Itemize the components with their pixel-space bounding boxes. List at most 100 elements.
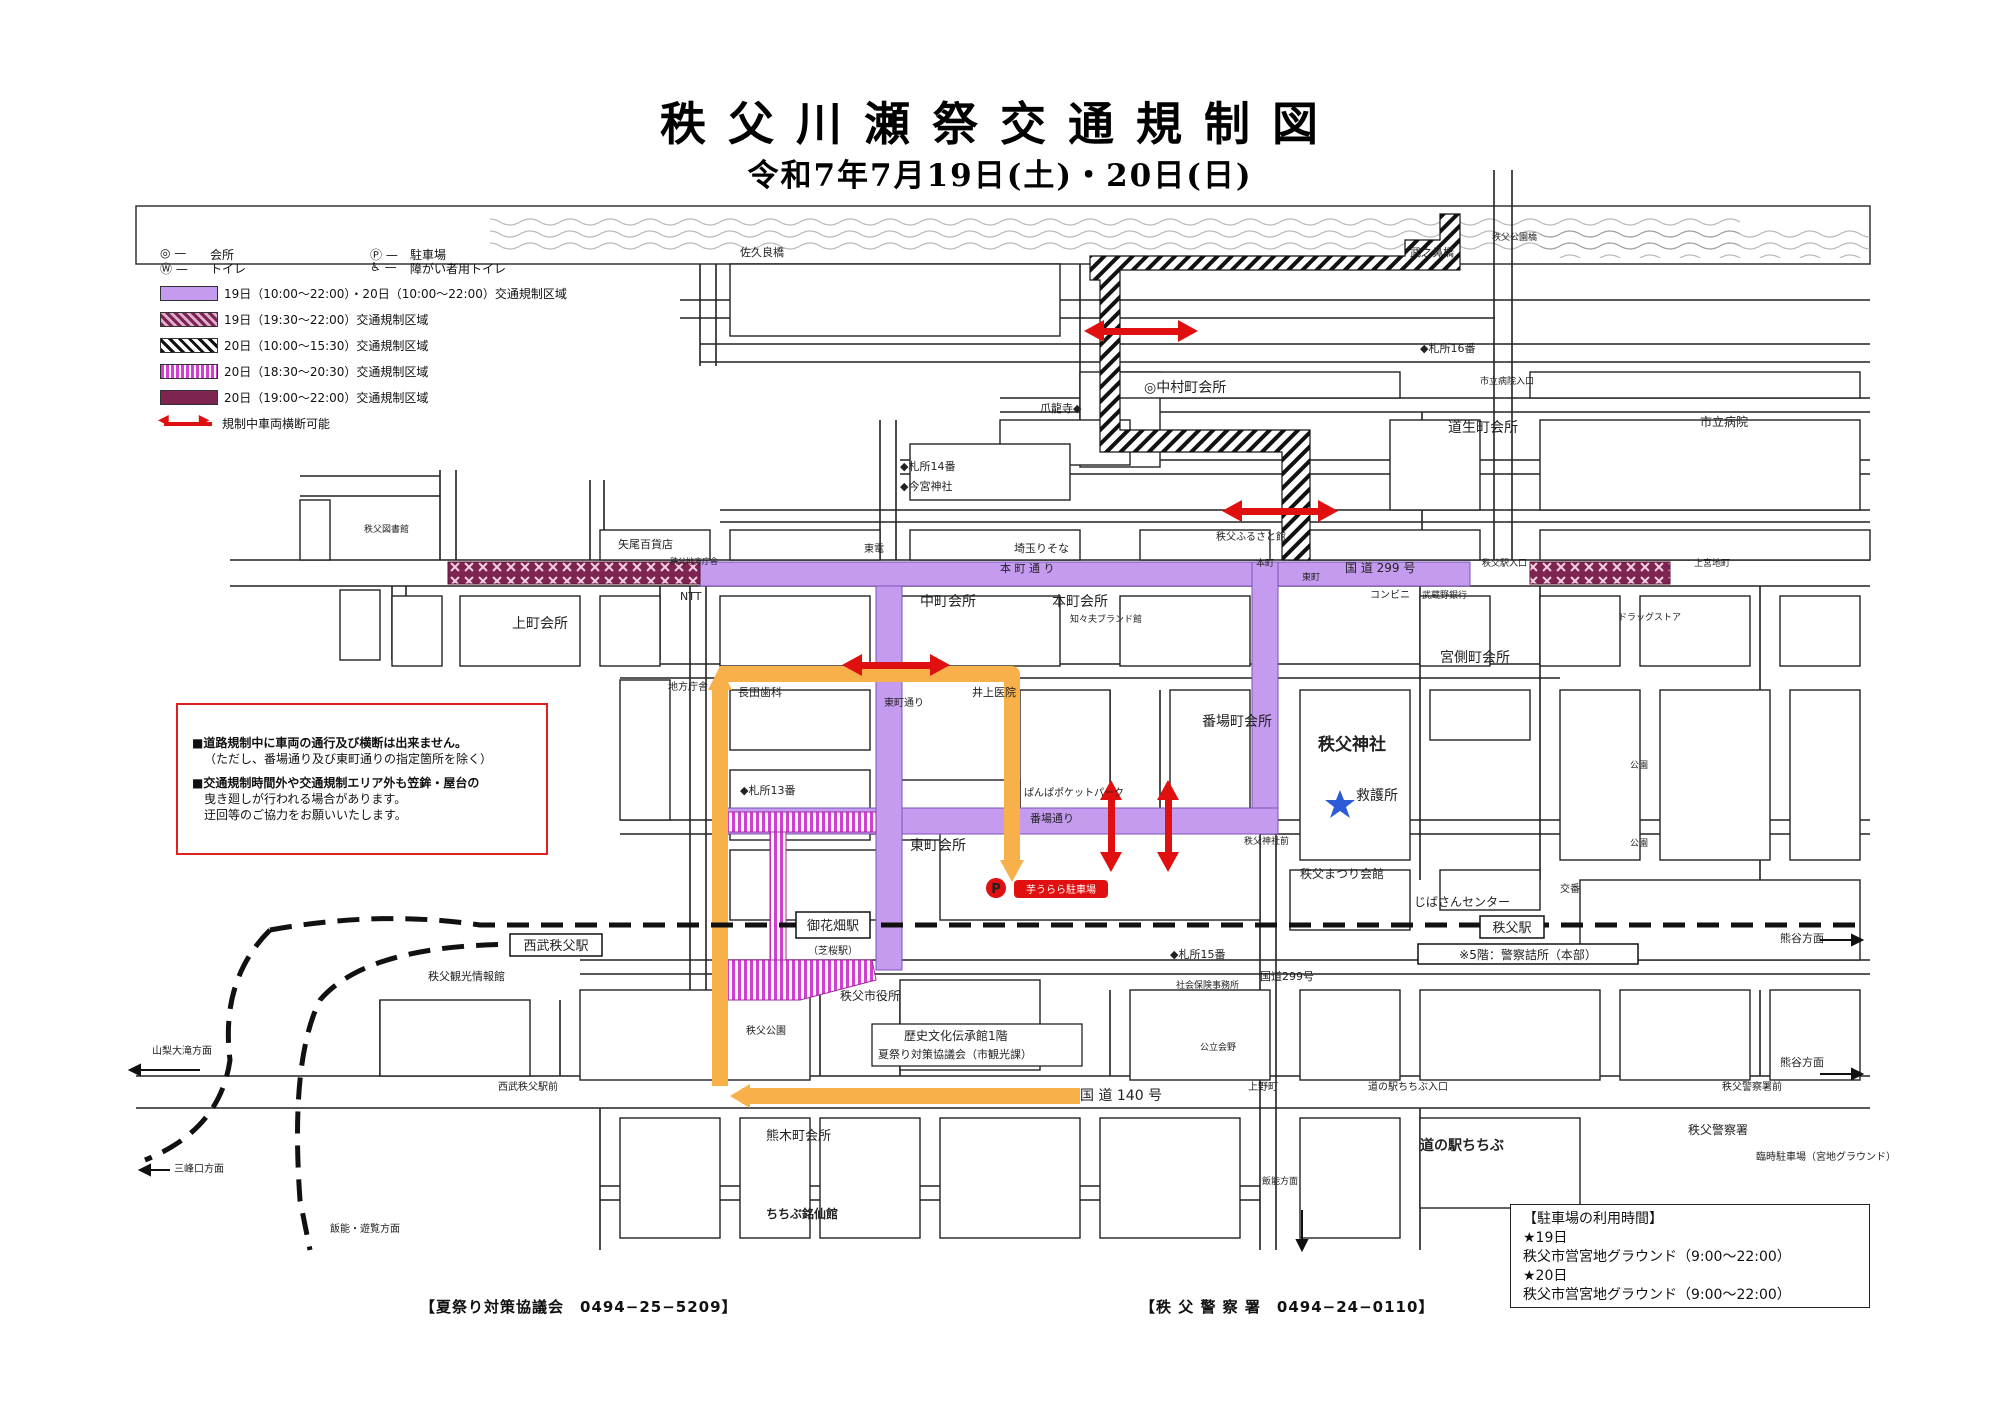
legend-zone-label: 19日（19:30〜22:00）交通規制区域 bbox=[224, 312, 429, 327]
label-rekishi1: 歴史文化伝承館1階 bbox=[904, 1028, 1008, 1043]
chichibu-station-label: 秩父駅 bbox=[1492, 921, 1531, 936]
hall-icon: ◎ — bbox=[160, 246, 187, 260]
label-bukashin: 武蔵野銀行 bbox=[1422, 589, 1467, 601]
label-kamimachi-tower: 東町 bbox=[1302, 571, 1320, 583]
label-jibasan: じばさんセンター bbox=[1414, 895, 1510, 909]
parade-arrowheads bbox=[708, 666, 1024, 1108]
label-michinoeki-entry: 道の駅ちちぶ入口 bbox=[1368, 1080, 1448, 1093]
label-miyagawa: 宮側町会所 bbox=[1440, 650, 1510, 666]
label-kamimachi: 上町会所 bbox=[512, 616, 568, 632]
notice-line1: ■道路規制中に車両の通行及び横断は出来ません。 bbox=[192, 736, 467, 750]
label-fuda14: ◆札所14番 bbox=[900, 460, 955, 473]
label-imamiya: ◆今宮神社 bbox=[900, 479, 952, 493]
parking-info-box: 【駐車場の利用時間】 ★19日 秩父市営宮地グラウンド（9:00〜22:00） … bbox=[1510, 1204, 1870, 1308]
label-fuda15: ◆札所15番 bbox=[1170, 948, 1225, 961]
swatch-pink-stripe bbox=[160, 363, 218, 379]
label-soryuji: 爪龍寺◆ bbox=[1040, 401, 1082, 415]
label-city-office-front: 秩父地方庁舎 bbox=[670, 556, 718, 566]
label-fuda13: ◆札所13番 bbox=[740, 784, 795, 797]
label-route299: 国 道 299 号 bbox=[1345, 561, 1415, 575]
label-hospital-entrance: 市立病院入口 bbox=[1480, 375, 1534, 387]
swatch-maroon-dots bbox=[160, 389, 218, 405]
label-rinji: 臨時駐車場（宮地グラウンド） bbox=[1756, 1150, 1896, 1163]
legend-row-pink: 20日（18:30〜20:30）交通規制区域 bbox=[160, 358, 590, 384]
notice-line2: ■交通規制時間外や交通規制エリア外も笠鉾・屋台の bbox=[192, 776, 480, 790]
label-route299-v: 国道299号 bbox=[1260, 969, 1314, 983]
label-kokan: 公園 bbox=[1630, 838, 1648, 849]
label-banba-kaisho: 番場町会所 bbox=[1202, 714, 1272, 730]
label-hanno: 飯能・遊覧方面 bbox=[330, 1222, 400, 1235]
label-banba-dori: 番場通り bbox=[1030, 812, 1074, 825]
legend-toilet: トイレ bbox=[210, 262, 247, 276]
label-chiji: 地方庁舎 bbox=[668, 680, 708, 693]
railway-lines bbox=[144, 916, 1860, 1251]
label-honmachi: 本町会所 bbox=[1052, 594, 1108, 610]
zone-pink bbox=[719, 811, 877, 1001]
swatch-maroon-cross bbox=[160, 311, 218, 327]
label-fuda16: ◆札所16番 bbox=[1420, 342, 1475, 355]
label-kumagaya2: 熊谷方面 bbox=[1780, 1055, 1824, 1069]
label-inoue: 井上医院 bbox=[972, 685, 1016, 699]
city-blocks bbox=[299, 263, 1871, 1239]
legend-row-arrow: 規制中車両横断可能 bbox=[158, 410, 590, 436]
parking-icon: Ⓟ — bbox=[370, 248, 398, 262]
notice-line2-sub: 迂回等のご協力をお願いいたします。 bbox=[204, 808, 407, 822]
label-nakamichi: 公立会野 bbox=[1200, 1041, 1236, 1053]
label-park-bridge: 秩父公園橋 bbox=[1492, 231, 1537, 243]
label-kanko: 秩父観光情報館 bbox=[428, 969, 505, 983]
parking-info-title: 【駐車場の利用時間】 bbox=[1523, 1211, 1663, 1227]
label-nakamura: ◎中村町会所 bbox=[1144, 380, 1226, 396]
stations: 西武秩父駅 御花畑駅 （芝桜駅） 秩父駅 ※5階：警察詰所（本部） bbox=[509, 911, 1639, 965]
label-higashimachi-dori: 東町通り bbox=[884, 696, 924, 709]
label-police: 秩父警察署 bbox=[1688, 1122, 1748, 1137]
label-konbini: コンビニ bbox=[1370, 589, 1410, 601]
parking-day2: ★20日 bbox=[1523, 1268, 1568, 1284]
legend-zone-label: 20日（18:30〜20:30）交通規制区域 bbox=[224, 364, 429, 379]
label-drug: ドラッグストア bbox=[1618, 611, 1681, 623]
label-kumagi: 熊木町会所 bbox=[766, 1128, 831, 1144]
label-furusatokan: 秩父ふるさと館 bbox=[1216, 530, 1286, 543]
notice-line1-sub: （ただし、番場通り及び東町通りの指定箇所を除く） bbox=[204, 752, 493, 766]
label-park: 秩父公園 bbox=[746, 1025, 786, 1037]
parade-route bbox=[712, 666, 1080, 1104]
event-date: 令和7年7月19日(土)・20日(日) bbox=[747, 158, 1253, 194]
label-higashi-int: 東電 bbox=[864, 542, 884, 555]
label-mitsumine: 三峰口方面 bbox=[174, 1162, 224, 1175]
swatch-purple bbox=[160, 285, 218, 301]
seibu-station-label: 西武秩父駅 bbox=[523, 939, 588, 954]
label-hanno2: 飯能方面 bbox=[1262, 1175, 1298, 1187]
label-shrine: 秩父神社 bbox=[1318, 734, 1386, 755]
zone-maroon bbox=[447, 561, 1671, 585]
parking-marker: P 芋うらら駐車場 bbox=[986, 878, 1108, 898]
legend-zone-label: 20日（10:00〜15:30）交通規制区域 bbox=[224, 338, 429, 353]
notice-box: ■道路規制中に車両の通行及び横断は出来ません。 （ただし、番場通り及び東町通りの… bbox=[176, 703, 548, 855]
label-seibu-front: 西武秩父駅前 bbox=[498, 1080, 558, 1093]
shibazakura-label: （芝桜駅） bbox=[808, 944, 858, 957]
map-labels: 佐久良橋 武之鼻橋 秩父公園橋 ◆札所16番 ◆札所14番 ◆今宮神社 ◆札所1… bbox=[152, 231, 1896, 1235]
legend-row-maroon-cross: 19日（19:30〜22:00）交通規制区域 bbox=[160, 306, 590, 332]
map-title: 秩父川瀬祭交通規制図 bbox=[660, 97, 1340, 151]
label-yao: 矢尾百貨店 bbox=[618, 537, 673, 551]
label-saitama-resona: 埼玉りそな bbox=[1014, 541, 1069, 555]
label-uenomachi: 上野町 bbox=[1248, 1081, 1278, 1093]
river bbox=[135, 205, 1871, 265]
swatch-black-hatch bbox=[160, 337, 218, 353]
label-yamanashi: 山梨大滝方面 bbox=[152, 1044, 212, 1057]
ohanabatake-station-label: 御花畑駅 bbox=[807, 918, 859, 934]
label-first-aid: 救護所 bbox=[1356, 788, 1398, 804]
label-hon-dori: 本 町 通 り bbox=[1000, 561, 1055, 575]
map-legend: ◎ — 会所 Ⓦ — トイレ Ⓟ — 駐車場 ♿ — 障がい者用トイレ 19日（… bbox=[158, 246, 590, 436]
label-kumagaya1: 熊谷方面 bbox=[1780, 931, 1824, 945]
legend-zone-label: 20日（19:00〜22:00）交通規制区域 bbox=[224, 390, 429, 405]
label-route140: 国 道 140 号 bbox=[1080, 1088, 1162, 1104]
footer-contact-council: 【夏祭り対策協議会 0494−25−5209】 bbox=[420, 1298, 738, 1316]
label-shinkin: 知々夫ブランド館 bbox=[1070, 613, 1142, 625]
label-sakuura: 佐久良橋 bbox=[740, 245, 784, 259]
legend-hall: 会所 bbox=[210, 248, 235, 262]
label-entrance-chichibu: 秩父駅入口 bbox=[1482, 558, 1527, 569]
first-aid-star-icon bbox=[1325, 790, 1355, 818]
label-hospital: 市立病院 bbox=[1700, 414, 1748, 429]
legend-row-maroon-dots: 20日（19:00〜22:00）交通規制区域 bbox=[160, 384, 590, 410]
label-meisenkan: ちちぶ銘仙館 bbox=[766, 1206, 838, 1221]
